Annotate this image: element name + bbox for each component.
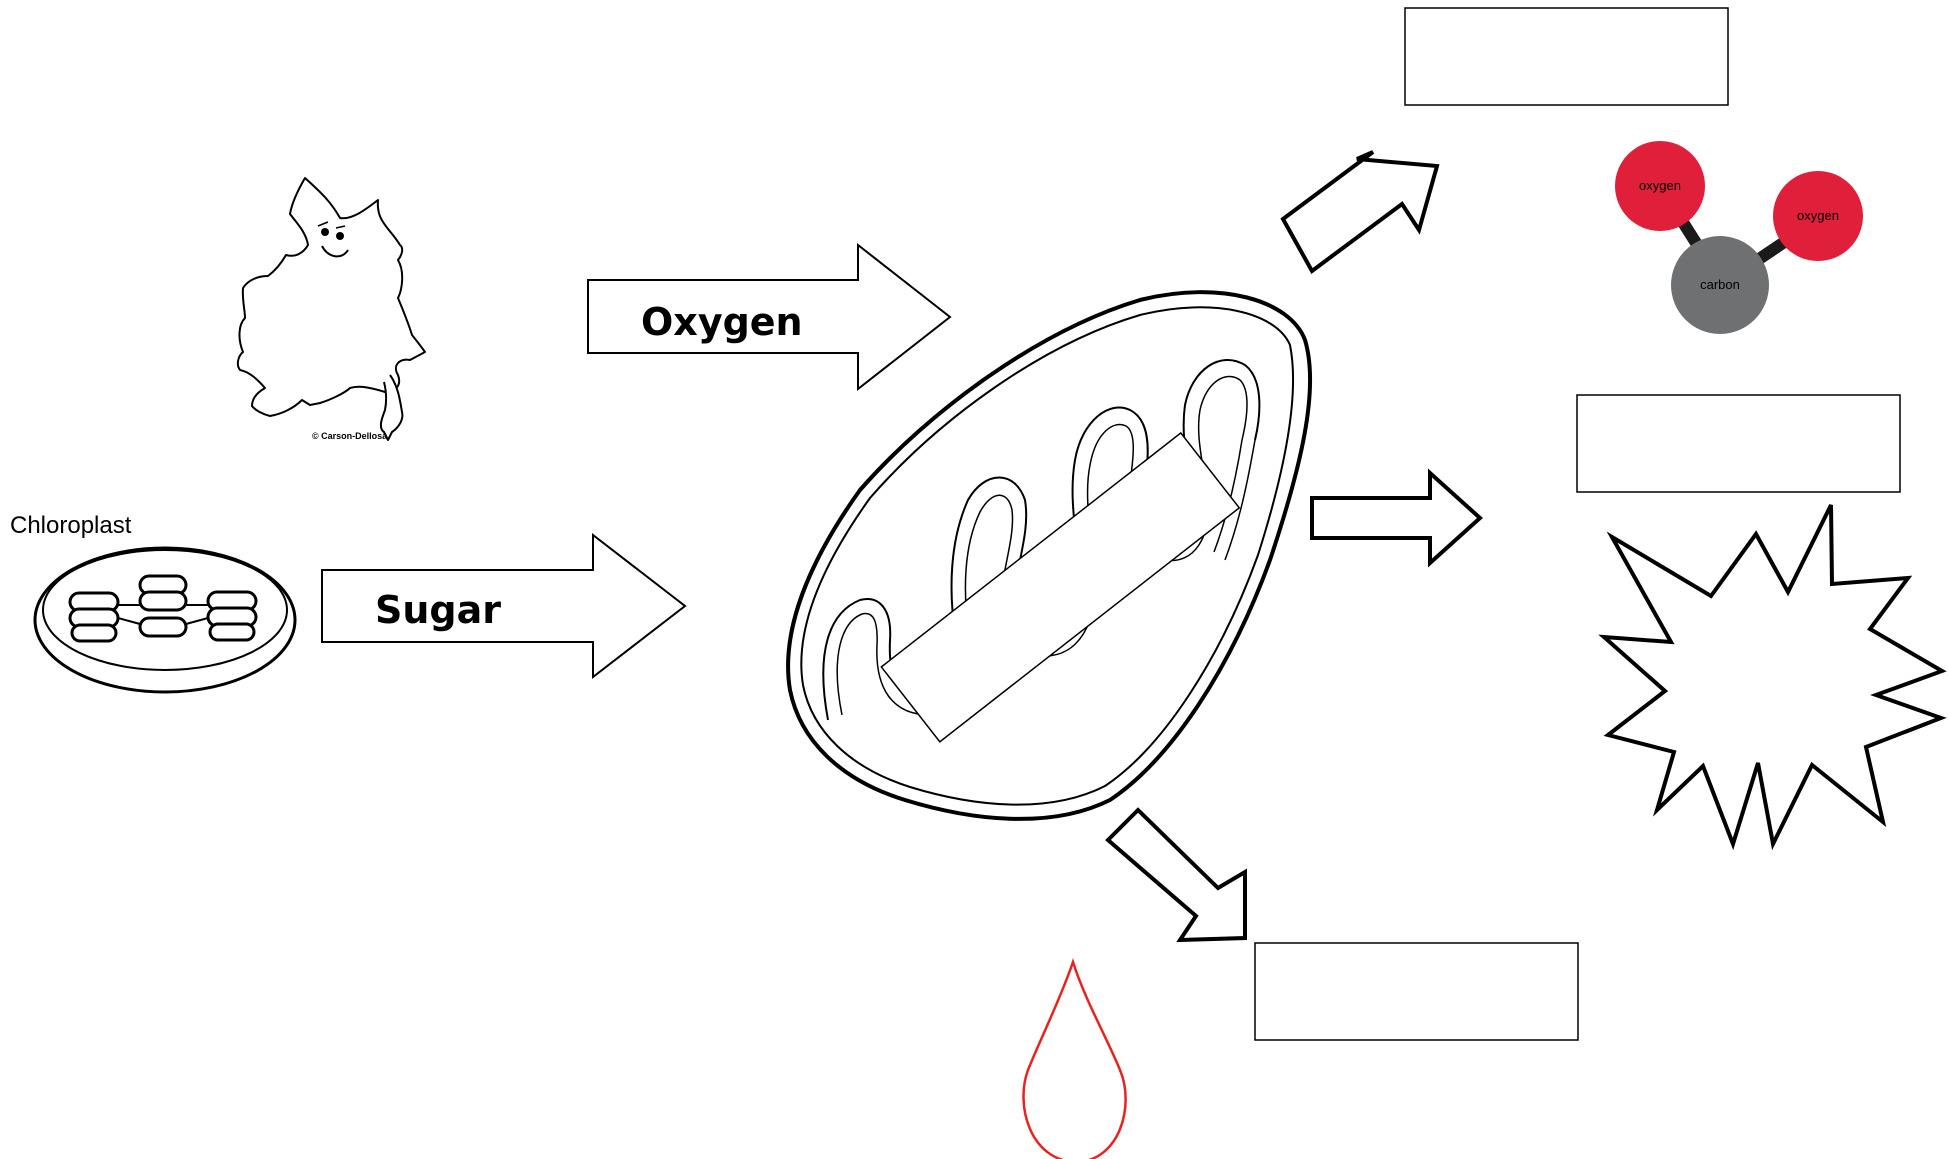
oxygen-arrow-label: Oxygen <box>641 300 803 344</box>
sugar-arrow-label: Sugar <box>375 588 501 632</box>
oxygen-input-arrow: Oxygen <box>588 245 950 389</box>
leaf-icon <box>238 178 425 440</box>
chloroplast-label: Chloroplast <box>10 512 132 539</box>
carbon-dioxide-molecule: oxygen oxygen carbon <box>1615 141 1863 334</box>
leaf-credit: © Carson-Dellosa <box>312 431 388 441</box>
answer-box-middle[interactable] <box>1577 395 1900 492</box>
answer-box-bottom[interactable] <box>1255 943 1578 1040</box>
water-drop-icon <box>1023 962 1125 1159</box>
energy-burst-icon <box>1604 505 1942 844</box>
output-arrow-bottom <box>1108 810 1245 940</box>
carbon-atom-label: carbon <box>1700 277 1740 292</box>
output-arrow-top <box>1283 152 1437 271</box>
sugar-input-arrow: Sugar <box>322 535 685 677</box>
oxygen-atom-right-label: oxygen <box>1797 208 1839 223</box>
oxygen-atom-left-label: oxygen <box>1639 178 1681 193</box>
output-arrow-middle <box>1312 473 1480 563</box>
answer-box-top[interactable] <box>1405 8 1728 105</box>
chloroplast-icon <box>35 548 295 692</box>
